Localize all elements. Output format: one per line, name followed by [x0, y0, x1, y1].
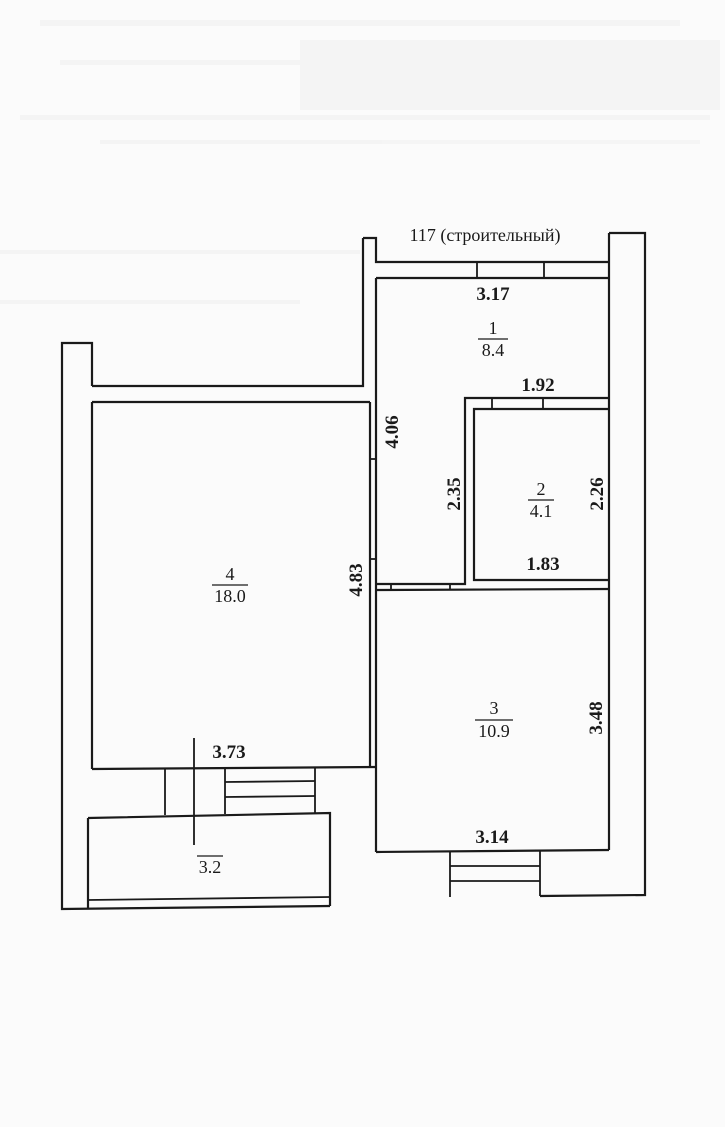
room-3-number: 3	[490, 698, 499, 718]
room-4-number: 4	[226, 564, 235, 584]
room-1-label: 1 8.4	[478, 318, 508, 360]
room-2-number: 2	[537, 479, 546, 499]
room-1-number: 1	[489, 318, 498, 338]
dim-room2-top: 1.92	[521, 375, 554, 396]
balcony-door	[164, 767, 316, 815]
room-4-area: 18.0	[214, 586, 246, 606]
room-3-area: 10.9	[478, 721, 510, 741]
dim-room4-width: 3.73	[212, 742, 245, 763]
room3-window	[449, 851, 541, 897]
plan-title: 117 (строительный)	[410, 225, 561, 246]
room-2-area: 4.1	[530, 501, 553, 521]
balcony-label: 3.2	[197, 855, 223, 877]
dim-room2-bottom: 1.83	[526, 554, 559, 575]
dim-room3-width: 3.14	[475, 827, 509, 848]
dim-room1-width: 3.17	[476, 284, 510, 305]
room-4-label: 4 18.0	[212, 564, 248, 606]
room2-outer-wall	[376, 396, 609, 586]
dim-room1-height: 4.06	[382, 415, 403, 448]
dim-room3-height: 3.48	[586, 701, 607, 734]
balcony-wall	[87, 811, 332, 906]
room4-bottom-wall	[91, 765, 377, 771]
right-outer-wall	[539, 231, 647, 898]
room3-top-wall	[375, 587, 610, 592]
room-2-label: 2 4.1	[528, 479, 554, 521]
left-outer-wall-column	[60, 341, 331, 911]
dim-room4-height: 4.83	[346, 563, 367, 596]
dim-room2-left: 2.35	[444, 477, 465, 510]
balcony-rail	[87, 896, 331, 901]
room-3-label: 3 10.9	[475, 698, 513, 741]
room-1-area: 8.4	[482, 340, 505, 360]
room3-bottom-wall	[375, 848, 610, 854]
top-wall-outer	[363, 236, 609, 264]
room2-inner-wall	[472, 407, 609, 582]
dim-room2-right: 2.26	[587, 477, 608, 510]
paper-bleed-through	[0, 20, 720, 304]
balcony-area: 3.2	[199, 857, 222, 877]
left-outer-wall	[92, 238, 365, 388]
